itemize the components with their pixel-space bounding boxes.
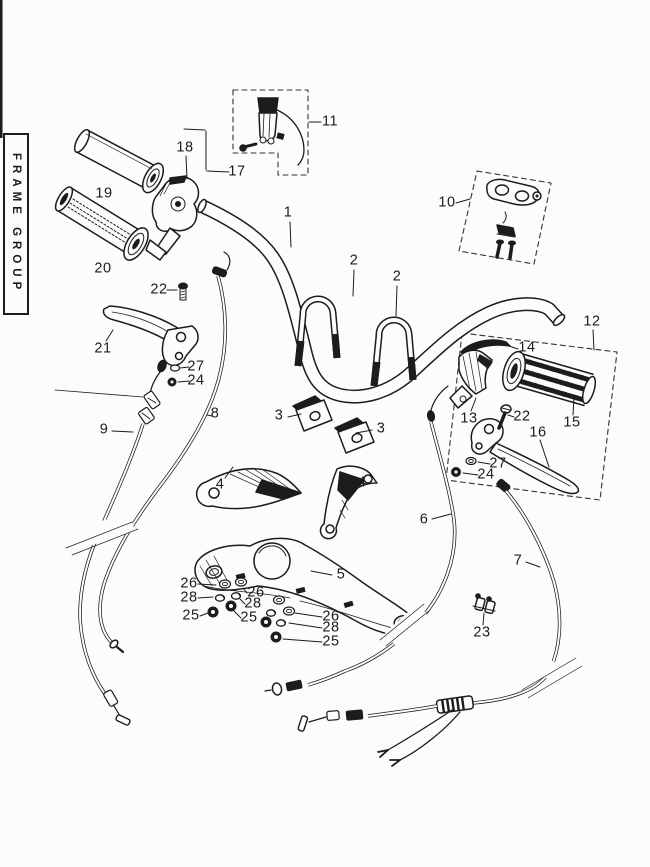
break-mark-left bbox=[65, 512, 139, 556]
nut-right-24 bbox=[451, 467, 461, 477]
spring-washer-28 bbox=[214, 592, 287, 627]
throttle-housing-right bbox=[449, 349, 493, 409]
clamp-plate-left bbox=[292, 395, 333, 432]
clutch-lever-left bbox=[102, 305, 199, 367]
grip-tube-left bbox=[73, 128, 165, 194]
dashed-box-part-11 bbox=[232, 89, 309, 176]
break-mark-cable-7 bbox=[521, 649, 583, 699]
cable-clip bbox=[472, 593, 496, 615]
throttle-housing-left bbox=[145, 175, 200, 261]
brake-lever-right bbox=[470, 418, 580, 495]
twist-grip-left bbox=[54, 186, 149, 261]
switch-assembly bbox=[239, 97, 305, 166]
cable-7 bbox=[297, 478, 562, 767]
frame-group-box: FRAME GROUP bbox=[3, 133, 29, 315]
screw-right-22 bbox=[497, 404, 512, 430]
dashed-box-part-10 bbox=[458, 170, 552, 265]
cable-9 bbox=[78, 359, 167, 726]
leader-lines bbox=[54, 121, 595, 643]
scan-edge-artifact bbox=[0, 0, 3, 138]
grip-right bbox=[502, 350, 597, 407]
u-bolt-right bbox=[370, 316, 417, 387]
washer-left-27 bbox=[169, 364, 181, 372]
fastener-cluster bbox=[207, 577, 296, 643]
handlebar bbox=[197, 198, 566, 404]
bracket-left bbox=[195, 467, 302, 510]
dashed-box-part-12 bbox=[445, 332, 618, 501]
nut-25 bbox=[207, 600, 282, 643]
nut-left-24 bbox=[167, 377, 177, 387]
break-mark-cable-6 bbox=[379, 603, 431, 647]
cable-8 bbox=[98, 251, 231, 654]
bracket-right bbox=[319, 465, 378, 540]
clamp-plate-right bbox=[334, 417, 375, 454]
washer-26 bbox=[218, 577, 296, 616]
frame-group-label: FRAME GROUP bbox=[10, 153, 22, 295]
handle-holder-set bbox=[486, 178, 542, 260]
washer-right-27 bbox=[465, 456, 477, 466]
u-bolt-left bbox=[294, 295, 341, 367]
screw-left-22 bbox=[178, 282, 188, 301]
